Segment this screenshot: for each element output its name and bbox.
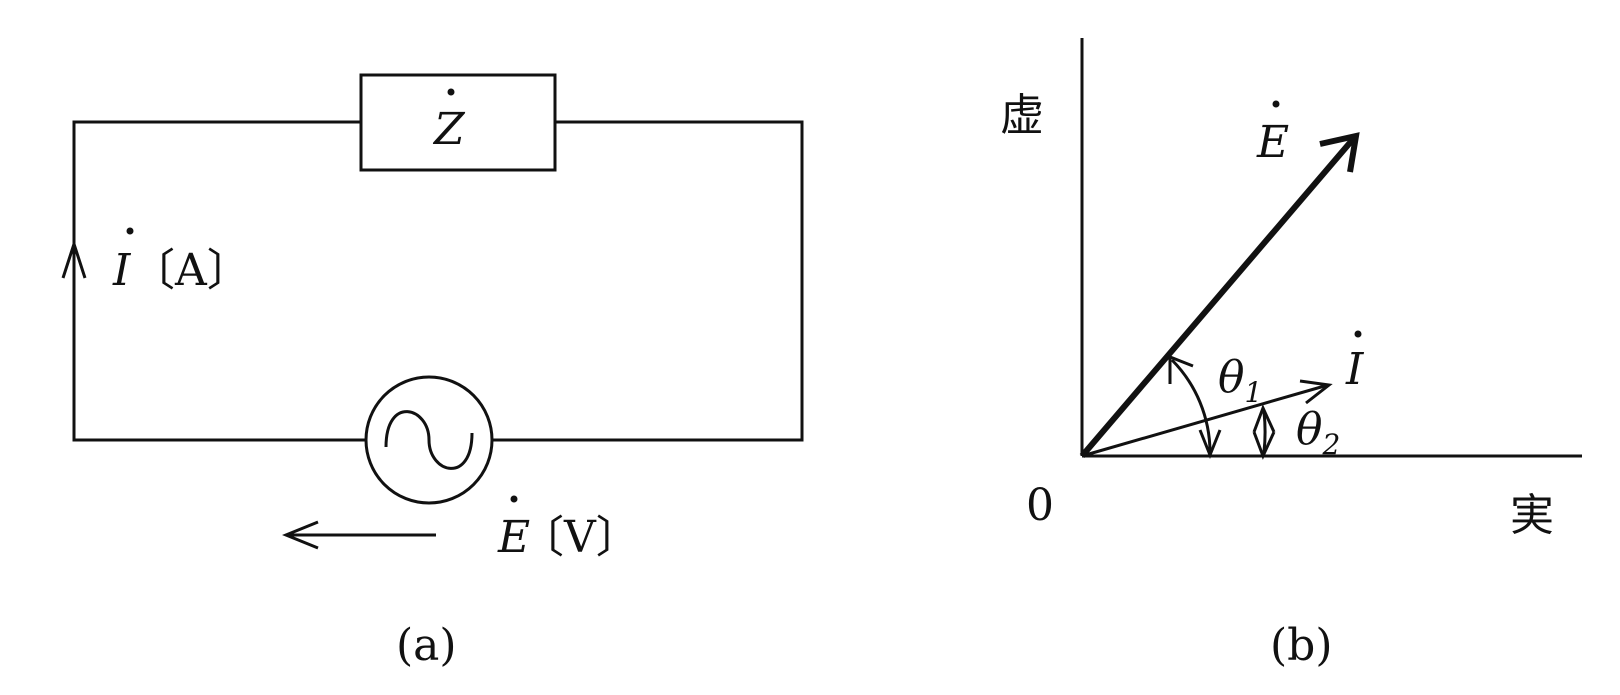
- theta1-arc: [1168, 354, 1222, 460]
- caption-a: (a): [396, 620, 457, 671]
- circuit-wire-right: [492, 120, 804, 442]
- theta2-arc: [1252, 404, 1276, 460]
- circuit-diagram: Z I 〔A〕 E 〔V〕 (a): [61, 73, 804, 671]
- caption-b: (b): [1270, 620, 1333, 671]
- ac-source-icon: [364, 375, 494, 505]
- phasor-diagram: 虚 実 0 E I θ1: [1000, 38, 1582, 671]
- imag-axis-label: 虚: [1000, 90, 1044, 141]
- voltage-label: E: [497, 512, 530, 563]
- origin-label: 0: [1026, 480, 1054, 531]
- current-phasor-dot: [1354, 330, 1362, 338]
- voltage-phasor-label: E: [1256, 117, 1289, 168]
- voltage-phasor-arrow: [1079, 132, 1360, 458]
- current-unit: 〔A〕: [131, 245, 251, 296]
- theta1-subscript: 1: [1245, 376, 1263, 409]
- theta2-label: θ2: [1296, 404, 1340, 461]
- real-axis-label: 実: [1510, 490, 1554, 541]
- current-phasor-label: I: [1345, 344, 1365, 395]
- voltage-phasor-dot: [1272, 100, 1280, 108]
- voltage-dot: [510, 495, 518, 503]
- theta2-subscript: 2: [1322, 428, 1341, 461]
- theta2-symbol: θ: [1296, 404, 1323, 455]
- current-dot: [126, 227, 134, 235]
- circuit-wire-left-top: [72, 120, 366, 442]
- voltage-arrow-icon: [282, 520, 436, 550]
- current-label: I: [112, 245, 132, 296]
- voltage-unit: 〔V〕: [520, 512, 640, 563]
- current-arrow-icon: [61, 239, 87, 279]
- impedance-dot: [447, 88, 455, 96]
- impedance-label: Z: [432, 104, 466, 155]
- theta1-symbol: θ: [1218, 352, 1245, 403]
- impedance-box: [359, 73, 557, 172]
- theta1-label: θ1: [1218, 352, 1262, 409]
